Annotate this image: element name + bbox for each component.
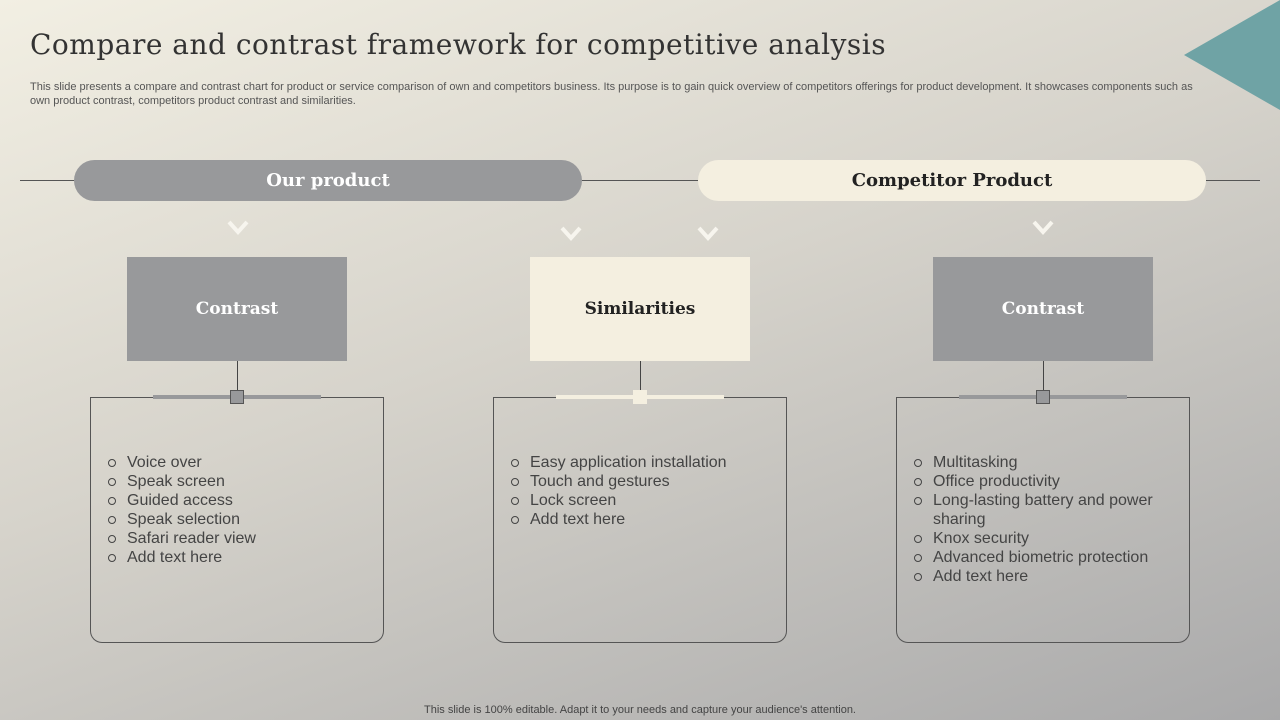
list-item: Guided access bbox=[107, 491, 383, 510]
connector-node bbox=[230, 390, 244, 404]
contrast-list-competitor-box: Multitasking Office productivity Long-la… bbox=[896, 397, 1190, 643]
corner-triangle-decoration bbox=[1184, 0, 1280, 110]
chevron-down-icon bbox=[560, 226, 582, 241]
list-item: Safari reader view bbox=[107, 529, 383, 548]
slide-title: Compare and contrast framework for compe… bbox=[30, 28, 887, 61]
connector-node bbox=[633, 390, 647, 404]
chevron-down-icon bbox=[697, 226, 719, 241]
list-item: Lock screen bbox=[510, 491, 786, 510]
contrast-heading-competitor: Contrast bbox=[933, 257, 1153, 361]
connector-line-right bbox=[1206, 180, 1260, 181]
similarities-list: Easy application installation Touch and … bbox=[494, 397, 786, 529]
list-item: Long-lasting battery and power sharing bbox=[913, 491, 1189, 529]
connector-line-left bbox=[20, 180, 74, 181]
vertical-connector bbox=[1043, 361, 1044, 390]
connector-line-middle bbox=[582, 180, 698, 181]
contrast-heading-own: Contrast bbox=[127, 257, 347, 361]
list-item: Add text here bbox=[913, 567, 1189, 586]
chevron-down-icon bbox=[227, 220, 249, 235]
list-item: Speak selection bbox=[107, 510, 383, 529]
contrast-list-own: Voice over Speak screen Guided access Sp… bbox=[91, 397, 383, 567]
list-item: Add text here bbox=[510, 510, 786, 529]
similarities-list-box: Easy application installation Touch and … bbox=[493, 397, 787, 643]
vertical-connector bbox=[237, 361, 238, 390]
list-item: Knox security bbox=[913, 529, 1189, 548]
our-product-header: Our product bbox=[74, 160, 582, 201]
list-item: Easy application installation bbox=[510, 453, 786, 472]
chevron-down-icon bbox=[1032, 220, 1054, 235]
list-item: Multitasking bbox=[913, 453, 1189, 472]
list-item: Office productivity bbox=[913, 472, 1189, 491]
slide-subtitle: This slide presents a compare and contra… bbox=[30, 81, 1193, 107]
list-item: Speak screen bbox=[107, 472, 383, 491]
footer-note: This slide is 100% editable. Adapt it to… bbox=[424, 704, 856, 716]
vertical-connector bbox=[640, 361, 641, 390]
similarities-heading: Similarities bbox=[530, 257, 750, 361]
competitor-product-header: Competitor Product bbox=[698, 160, 1206, 201]
list-item: Advanced biometric protection bbox=[913, 548, 1189, 567]
list-item: Add text here bbox=[107, 548, 383, 567]
contrast-list-own-box: Voice over Speak screen Guided access Sp… bbox=[90, 397, 384, 643]
connector-node bbox=[1036, 390, 1050, 404]
contrast-list-competitor: Multitasking Office productivity Long-la… bbox=[897, 397, 1189, 586]
list-item: Voice over bbox=[107, 453, 383, 472]
list-item: Touch and gestures bbox=[510, 472, 786, 491]
